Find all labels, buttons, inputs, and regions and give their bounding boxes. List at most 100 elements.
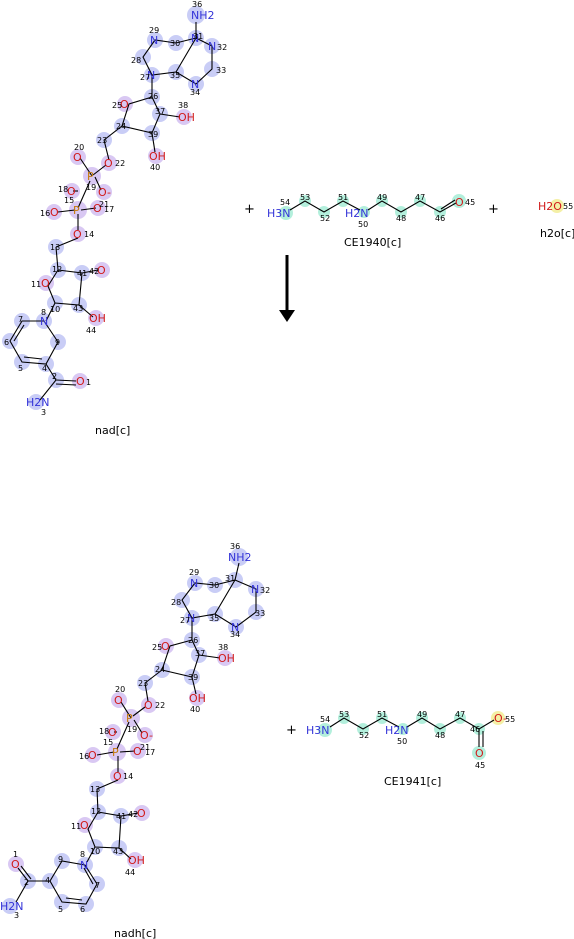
svg-text:7: 7 — [18, 315, 23, 324]
svg-text:O: O — [76, 375, 85, 388]
nadh-amine-label: NH2 — [228, 551, 252, 564]
svg-text:42: 42 — [89, 267, 99, 276]
svg-text:25: 25 — [112, 101, 122, 110]
svg-text:17: 17 — [145, 748, 155, 757]
svg-text:50: 50 — [397, 737, 407, 746]
svg-text:25: 25 — [152, 643, 162, 652]
ce1941-iminium: H2N — [385, 724, 409, 737]
svg-text:40: 40 — [190, 705, 200, 714]
svg-text:36: 36 — [230, 542, 240, 551]
svg-text:5: 5 — [58, 905, 63, 914]
ce1940-caption: CE1940[c] — [344, 236, 401, 249]
svg-text:43: 43 — [73, 304, 83, 313]
svg-text:2: 2 — [52, 372, 57, 381]
svg-text:16: 16 — [40, 209, 50, 218]
svg-text:N: N — [150, 34, 158, 47]
svg-text:42: 42 — [128, 810, 138, 819]
svg-text:50: 50 — [358, 220, 368, 229]
svg-text:N: N — [187, 612, 195, 625]
ce1941-caption: CE1941[c] — [384, 775, 441, 788]
svg-text:10: 10 — [50, 305, 60, 314]
svg-text:54: 54 — [280, 198, 290, 207]
svg-text:27: 27 — [140, 73, 150, 82]
svg-text:36: 36 — [192, 0, 202, 9]
svg-text:44: 44 — [86, 326, 96, 335]
svg-text:N: N — [147, 69, 155, 82]
svg-text:23: 23 — [138, 679, 148, 688]
plus-sign-3: + — [286, 723, 297, 738]
svg-text:6: 6 — [80, 905, 85, 914]
svg-text:51: 51 — [338, 193, 348, 202]
svg-text:O: O — [50, 206, 59, 219]
svg-text:35: 35 — [209, 614, 219, 623]
svg-text:3: 3 — [41, 408, 46, 417]
svg-text:34: 34 — [190, 88, 200, 97]
svg-text:21: 21 — [99, 200, 109, 209]
svg-text:N: N — [208, 40, 216, 53]
svg-text:14: 14 — [84, 230, 94, 239]
svg-text:33: 33 — [216, 66, 226, 75]
svg-text:15: 15 — [64, 196, 74, 205]
svg-text:11: 11 — [71, 822, 81, 831]
nad-hydroxyl-38: OH — [178, 111, 195, 124]
svg-text:O: O — [144, 699, 153, 712]
svg-text:21: 21 — [140, 743, 150, 752]
svg-text:O: O — [108, 726, 117, 739]
svg-text:55: 55 — [563, 202, 573, 211]
svg-text:6: 6 — [4, 338, 9, 347]
svg-text:O: O — [67, 185, 76, 198]
svg-text:O: O — [455, 196, 464, 209]
svg-text:11: 11 — [31, 280, 41, 289]
svg-text:49: 49 — [377, 193, 387, 202]
svg-text:44: 44 — [125, 868, 135, 877]
svg-text:32: 32 — [217, 43, 227, 52]
svg-text:22: 22 — [115, 159, 125, 168]
svg-text:O: O — [11, 858, 20, 871]
svg-text:13: 13 — [50, 243, 60, 252]
svg-text:N: N — [191, 32, 199, 45]
plus-sign-1: + — [244, 202, 255, 217]
svg-text:39: 39 — [188, 673, 198, 682]
svg-text:P: P — [126, 712, 133, 725]
svg-text:18: 18 — [58, 185, 68, 194]
svg-text:55: 55 — [505, 715, 515, 724]
svg-text:4: 4 — [42, 364, 47, 373]
svg-text:O: O — [73, 151, 82, 164]
svg-text:30: 30 — [209, 581, 219, 590]
svg-text:9: 9 — [55, 338, 60, 347]
svg-text:O: O — [133, 745, 142, 758]
svg-text:43: 43 — [113, 847, 123, 856]
svg-text:2: 2 — [24, 878, 29, 887]
svg-text:O: O — [161, 640, 170, 653]
svg-text:N: N — [80, 859, 88, 872]
nad-caption: nad[c] — [95, 424, 130, 437]
nadh-amide-label: H2N — [0, 900, 24, 913]
nad-amine-label: NH2 — [191, 9, 215, 22]
svg-text:46: 46 — [470, 725, 480, 734]
svg-text:40: 40 — [150, 163, 160, 172]
svg-text:39: 39 — [148, 130, 158, 139]
svg-text:O: O — [41, 277, 50, 290]
svg-text:20: 20 — [74, 143, 84, 152]
svg-text:53: 53 — [339, 710, 349, 719]
nad-hydroxyl-44: OH — [89, 312, 106, 325]
svg-text:O: O — [93, 202, 102, 215]
svg-text:O: O — [120, 98, 129, 111]
svg-text:26: 26 — [148, 92, 158, 101]
svg-text:38: 38 — [178, 101, 188, 110]
svg-text:47: 47 — [415, 193, 425, 202]
svg-text:27: 27 — [180, 616, 190, 625]
svg-text:O: O — [475, 747, 484, 760]
svg-text:N: N — [231, 621, 239, 634]
svg-text:37: 37 — [195, 649, 205, 658]
reaction-arrow — [279, 255, 295, 322]
svg-text:14: 14 — [123, 772, 133, 781]
svg-text:24: 24 — [116, 122, 126, 131]
svg-text:30: 30 — [170, 39, 180, 48]
svg-text:O: O — [80, 819, 89, 832]
svg-text:26: 26 — [188, 636, 198, 645]
svg-text:28: 28 — [131, 56, 141, 65]
svg-text:48: 48 — [396, 214, 406, 223]
